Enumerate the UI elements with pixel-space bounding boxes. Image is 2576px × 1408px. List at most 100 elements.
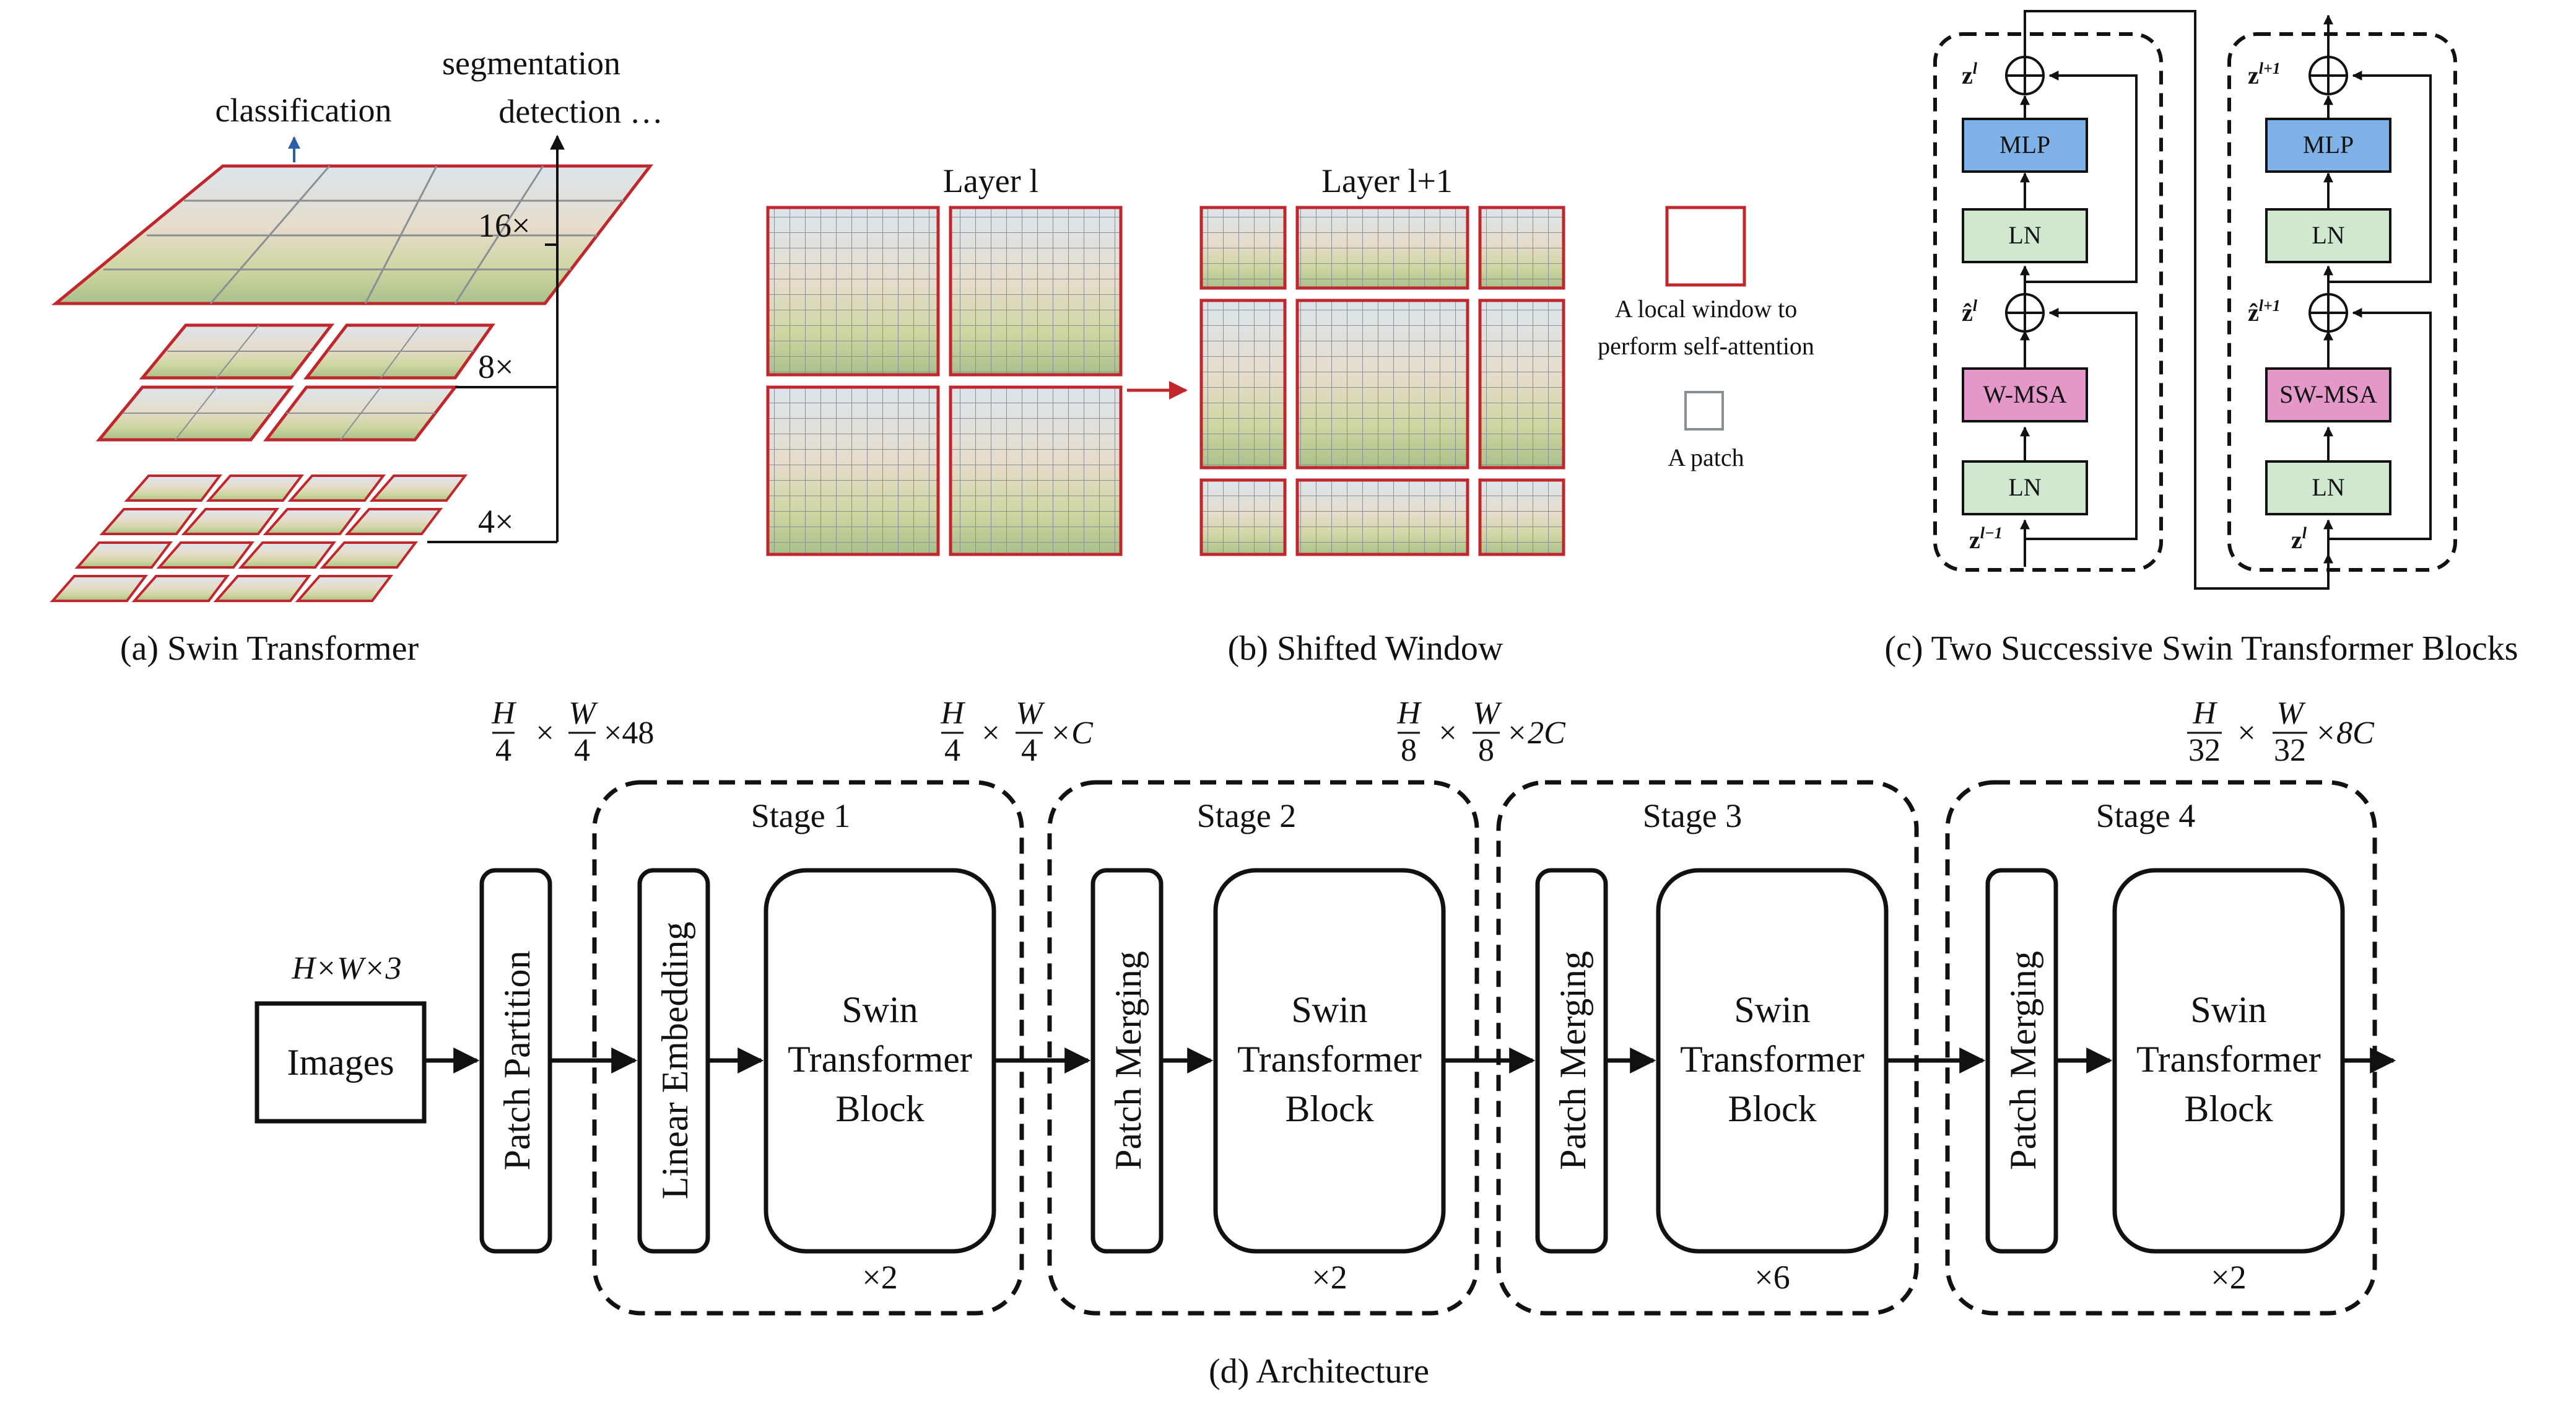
stage-1-block-line1: Swin (842, 989, 918, 1030)
stage-1-block-line3: Block (835, 1088, 924, 1129)
label-detection: detection … (498, 93, 663, 130)
stage-3-block-line3: Block (1728, 1088, 1816, 1129)
stage-2-frame (1047, 780, 1479, 1316)
label-classification: classification (215, 92, 392, 129)
stage-1-title: Stage 1 (751, 797, 850, 834)
dim1-hd: 4 (495, 733, 511, 768)
dim3-hd: 8 (1401, 733, 1417, 768)
stage-3-frame (1496, 780, 1919, 1316)
feature-map-8x (95, 323, 495, 442)
stage-2-patch-merging-label: Patch Merging (1108, 951, 1149, 1170)
feature-map-16x (51, 164, 654, 305)
stage-2-title: Stage 2 (1197, 797, 1296, 834)
block2-z-out: zl+1 (2248, 59, 2281, 89)
block2-z-mid: ẑl+1 (2248, 297, 2281, 326)
stage-3-patch-merging-label: Patch Merging (1552, 951, 1593, 1170)
caption-c: (c) Two Successive Swin Transformer Bloc… (1884, 629, 2518, 668)
dim1-times: × (536, 715, 554, 751)
stage-2-block-line3: Block (1285, 1088, 1373, 1129)
dim3-w: W (1473, 696, 1502, 731)
block2-z-in-sup: l (2302, 524, 2307, 542)
panel-c-successive-blocks: LN W-MSA LN MLP zl ẑl zl−1 (1884, 10, 2518, 668)
stage-1-block-line2: Transformer (788, 1039, 972, 1080)
dim4-c: ×8C (2315, 715, 2375, 751)
panel-b-shifted-window: Layer l Layer l+1 (766, 162, 1814, 668)
stage-3-title: Stage 3 (1643, 797, 1742, 834)
dim3-wd: 8 (1478, 733, 1494, 768)
block2-ln-bottom-label: LN (2312, 473, 2344, 501)
panel-a-swin-transformer: classification segmentation detection … … (50, 45, 663, 668)
stage-4-block-line1: Swin (2190, 989, 2266, 1030)
dim2-times: × (981, 715, 999, 751)
layer-l1-windows (1199, 206, 1565, 556)
dim-label-2: H 4 × W 4 ×C (940, 696, 1094, 768)
stage-3-block-line2: Transformer (1680, 1039, 1865, 1080)
block2-ln-top-label: LN (2312, 221, 2344, 249)
dim3-c: ×2C (1506, 715, 1566, 751)
scale-16x: 16× (478, 207, 530, 244)
stage-4-block-line2: Transformer (2136, 1039, 2321, 1080)
caption-b: (b) Shifted Window (1228, 629, 1503, 668)
block1-z-in-sup: l−1 (1980, 524, 2003, 542)
block2-mlp (2265, 118, 2391, 173)
stage-3-block-line1: Swin (1734, 989, 1810, 1030)
block2-frame (2227, 32, 2457, 572)
legend-patch-text: A patch (1668, 444, 1744, 471)
panel-d-architecture: H 4 × W 4 ×48 H 4 × W 4 ×C H 8 × W 8 (255, 696, 2396, 1391)
block2-msa (2265, 367, 2391, 422)
block1-z-mid-base: ẑ (1962, 299, 1973, 326)
dim4-h: H (2192, 696, 2217, 731)
legend-window-text-1: A local window to (1615, 295, 1797, 323)
dim-label-4: H 32 × W 32 ×8C (2187, 696, 2375, 768)
block1-z-out-base: z (1962, 61, 1973, 89)
block1-ln-bottom-label: LN (2008, 473, 2041, 501)
dim3-h: H (1396, 696, 1422, 731)
legend-patch-swatch (1684, 391, 1724, 431)
stage-2-repeat: ×2 (1312, 1259, 1347, 1296)
block1-ln-top-label: LN (2008, 221, 2041, 249)
dim1-c: ×48 (604, 715, 654, 751)
images-label: Images (287, 1042, 394, 1083)
label-layer-l: Layer l (943, 162, 1038, 199)
label-segmentation: segmentation (442, 45, 620, 82)
block-link (2024, 10, 2333, 590)
block1-z-out-sup: l (1973, 59, 1978, 77)
input-dim: H×W×3 (291, 951, 401, 986)
legend-window-swatch (1665, 206, 1746, 287)
block2-z-out-sup: l+1 (2259, 59, 2281, 77)
patch-partition-label: Patch Partition (497, 951, 537, 1171)
block1: LN W-MSA LN MLP zl ẑl zl−1 (1962, 56, 2138, 567)
block2-msa-label: SW-MSA (2279, 380, 2377, 408)
block1-msa (1962, 367, 2088, 422)
dim1-h: H (491, 696, 516, 731)
dim2-w: W (1016, 696, 1045, 731)
legend-window-text-2: perform self-attention (1598, 332, 1814, 360)
dim3-times: × (1438, 715, 1456, 751)
block1-ln-bottom (1962, 460, 2088, 515)
dim2-hd: 4 (944, 733, 960, 768)
stage-1-frame (592, 780, 1024, 1316)
layer-l-windows (766, 206, 1123, 556)
scale-4x: 4× (478, 503, 513, 540)
stage-4-patch-merging-label: Patch Merging (2003, 951, 2043, 1170)
stage-3-repeat: ×6 (1754, 1259, 1790, 1296)
dim1-wd: 4 (574, 733, 590, 768)
block1-msa-label: W-MSA (1983, 380, 2067, 408)
dim-label-1: H 4 × W 4 ×48 (491, 696, 654, 768)
dim4-times: × (2237, 715, 2255, 751)
feature-map-4x (50, 474, 468, 602)
block2: LN SW-MSA LN MLP zl+1 ẑl+1 zl (2248, 14, 2432, 554)
caption-d: (d) Architecture (1209, 1352, 1429, 1391)
stage-1-repeat: ×2 (862, 1259, 897, 1296)
dim1-w: W (568, 696, 598, 731)
block2-z-in: zl (2291, 524, 2307, 554)
block1-z-out: zl (1962, 59, 1978, 89)
block2-mlp-label: MLP (2303, 131, 2354, 159)
scale-8x: 8× (478, 348, 513, 385)
dim4-wd: 32 (2274, 733, 2306, 768)
block1-z-mid: ẑl (1962, 297, 1978, 326)
block1-z-mid-sup: l (1973, 297, 1978, 315)
block1-mlp-label: MLP (1999, 131, 2050, 159)
linear-embedding-label: Linear Embedding (655, 922, 695, 1199)
